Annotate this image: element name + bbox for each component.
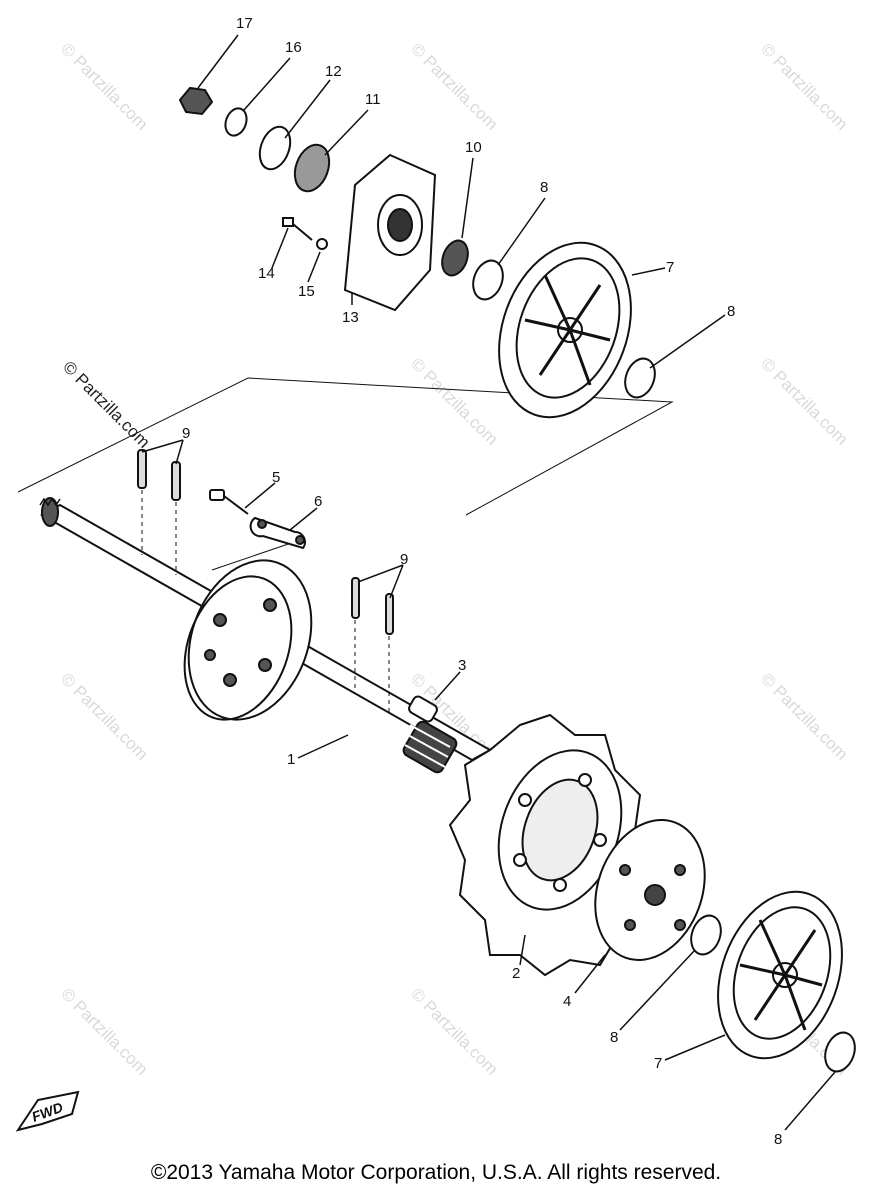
callout-17: 17 [236,15,253,32]
watermark: © Partzilla.com [757,669,851,763]
callout-9-mid: 9 [400,551,408,568]
assembly-frame-lower [211,539,301,571]
watermark: © Partzilla.com [757,39,851,133]
callouts: 17 16 12 11 10 8 7 8 14 15 13 9 5 6 9 3 … [182,15,782,1148]
bearing-stack [178,86,469,277]
idler-wheel-upper [498,241,632,419]
watermark: © Partzilla.com [57,39,151,133]
callout-6: 6 [314,493,322,510]
collar [408,695,438,723]
fwd-arrow-icon: FWD [15,1090,80,1132]
callout-5: 5 [272,469,280,486]
callout-2: 2 [512,965,520,982]
callout-7-top: 7 [666,259,674,276]
callout-8-low: 8 [610,1029,618,1046]
callout-10: 10 [465,139,482,156]
callout-16: 16 [285,39,302,56]
watermark: © Partzilla.com [407,984,501,1078]
callout-13: 13 [342,309,359,326]
callout-9-top: 9 [182,425,190,442]
callout-1: 1 [287,751,295,768]
callout-15: 15 [298,283,315,300]
callout-8-top: 8 [540,179,548,196]
callout-8-right: 8 [727,303,735,320]
leader-lines [141,34,836,1131]
callout-3: 3 [458,657,466,674]
callout-8-bottom: 8 [774,1131,782,1148]
bolt-and-bracket [209,489,306,550]
side-watermark: © Partzilla.com [59,357,153,451]
callout-12: 12 [325,63,342,80]
hub-flange [183,559,313,721]
hub-plate [594,819,706,961]
watermark: © Partzilla.com [407,354,501,448]
pins [137,449,394,635]
assembly-frame [17,377,674,516]
callout-7-low: 7 [654,1055,662,1072]
idler-wheel-lower [717,890,843,1060]
bearing-housing [343,153,437,312]
watermark: © Partzilla.com [57,669,151,763]
washers [472,259,856,1073]
callout-4: 4 [563,993,571,1010]
callout-11: 11 [365,91,381,108]
bolt-14-15 [282,217,328,250]
watermark: © Partzilla.com [57,984,151,1078]
copyright-notice: ©2013 Yamaha Motor Corporation, U.S.A. A… [150,1161,722,1184]
watermark: © Partzilla.com [757,354,851,448]
callout-14: 14 [258,265,275,282]
pin-guides [141,490,390,712]
watermark: © Partzilla.com [407,39,501,133]
